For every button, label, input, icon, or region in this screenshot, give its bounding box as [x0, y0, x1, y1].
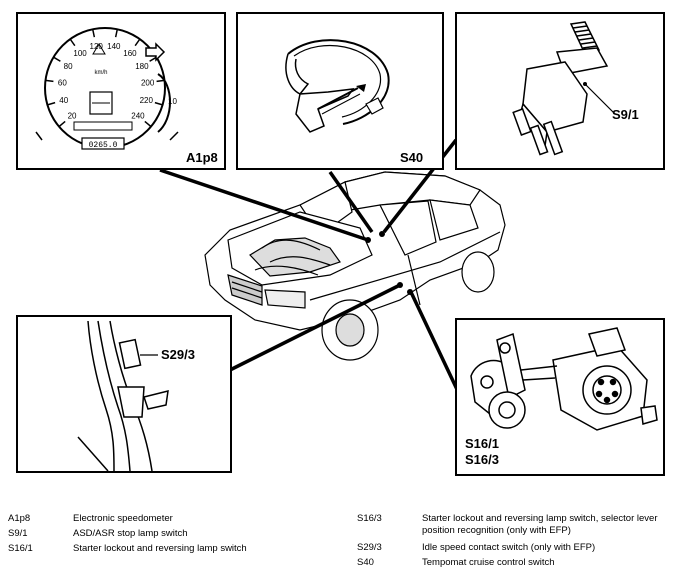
speedometer-label: A1p8: [186, 150, 218, 165]
speed-tick-label: 160: [123, 49, 137, 58]
speed-tick: [69, 38, 76, 47]
leader-lines: [159, 138, 464, 401]
speed-tick-label: 220: [140, 96, 154, 105]
speed-tick: [156, 79, 165, 83]
speed-tick: [47, 101, 56, 106]
legend-code: A1p8: [8, 513, 31, 524]
stop-lamp-switch-label: S9/1: [612, 107, 639, 122]
legend-description: Electronic speedometer: [73, 513, 173, 524]
steering-label: S40: [400, 150, 424, 165]
speed-tick-label: 80: [64, 62, 73, 71]
speed-tick: [144, 120, 152, 128]
stop-lamp-switch-illustration: [512, 21, 616, 156]
legend-description: Starter lockout and reversing lamp switc…: [73, 543, 247, 554]
speed-tick-label: 240: [131, 112, 145, 121]
legend-code: S16/1: [8, 543, 33, 554]
legend-description: Idle speed contact switch (only with EFP…: [422, 542, 596, 553]
speed-tick-label: 20: [68, 112, 77, 121]
speed-tick: [154, 101, 163, 106]
speed-tick-label: 60: [58, 79, 67, 88]
svg-text:10: 10: [168, 97, 177, 106]
leader-dots: [365, 231, 413, 295]
steering-panel: S40: [236, 12, 444, 170]
selector-switch-illustration: [470, 327, 658, 431]
speed-tick-label: 140: [107, 42, 121, 51]
legend-description: Tempomat cruise control switch: [422, 557, 555, 568]
selector-switch-label-2: S16/3: [465, 452, 499, 467]
steering-wheel-illustration: [285, 39, 390, 133]
legend-code: S29/3: [357, 542, 382, 553]
speed-tick-label: 40: [59, 96, 68, 105]
speed-tick: [114, 29, 119, 38]
speed-tick: [91, 29, 96, 38]
legend-description: ASD/ASR stop lamp switch: [73, 528, 188, 539]
speed-tick: [53, 56, 61, 62]
selector-switch-label-1: S16/1: [465, 436, 499, 451]
idle-switch-panel: S29/3: [16, 315, 232, 473]
legend-code: S16/3: [357, 513, 382, 524]
selector-switch-panel: S16/1 S16/3: [455, 318, 665, 476]
legend-code: S40: [357, 557, 374, 568]
vehicle-scene: [159, 138, 506, 401]
speed-tick: [45, 79, 54, 83]
speed-tick-label: 200: [141, 79, 155, 88]
idle-switch-label: S29/3: [161, 347, 195, 362]
speed-tick-label: 180: [135, 62, 149, 71]
speed-tick: [134, 38, 141, 47]
speed-unit-label: km/h: [94, 70, 107, 76]
stop-lamp-switch-panel: S9/1: [455, 12, 665, 170]
legend-code: S9/1: [8, 528, 28, 539]
legend-description: Starter lockout and reversing lamp switc…: [422, 513, 658, 536]
idle-switch-illustration: [77, 320, 169, 471]
speed-tick: [58, 120, 66, 128]
speed-tick-label: 120: [90, 42, 104, 51]
odometer-readout: 0265.0: [89, 141, 118, 150]
speed-tick-label: 100: [73, 49, 87, 58]
